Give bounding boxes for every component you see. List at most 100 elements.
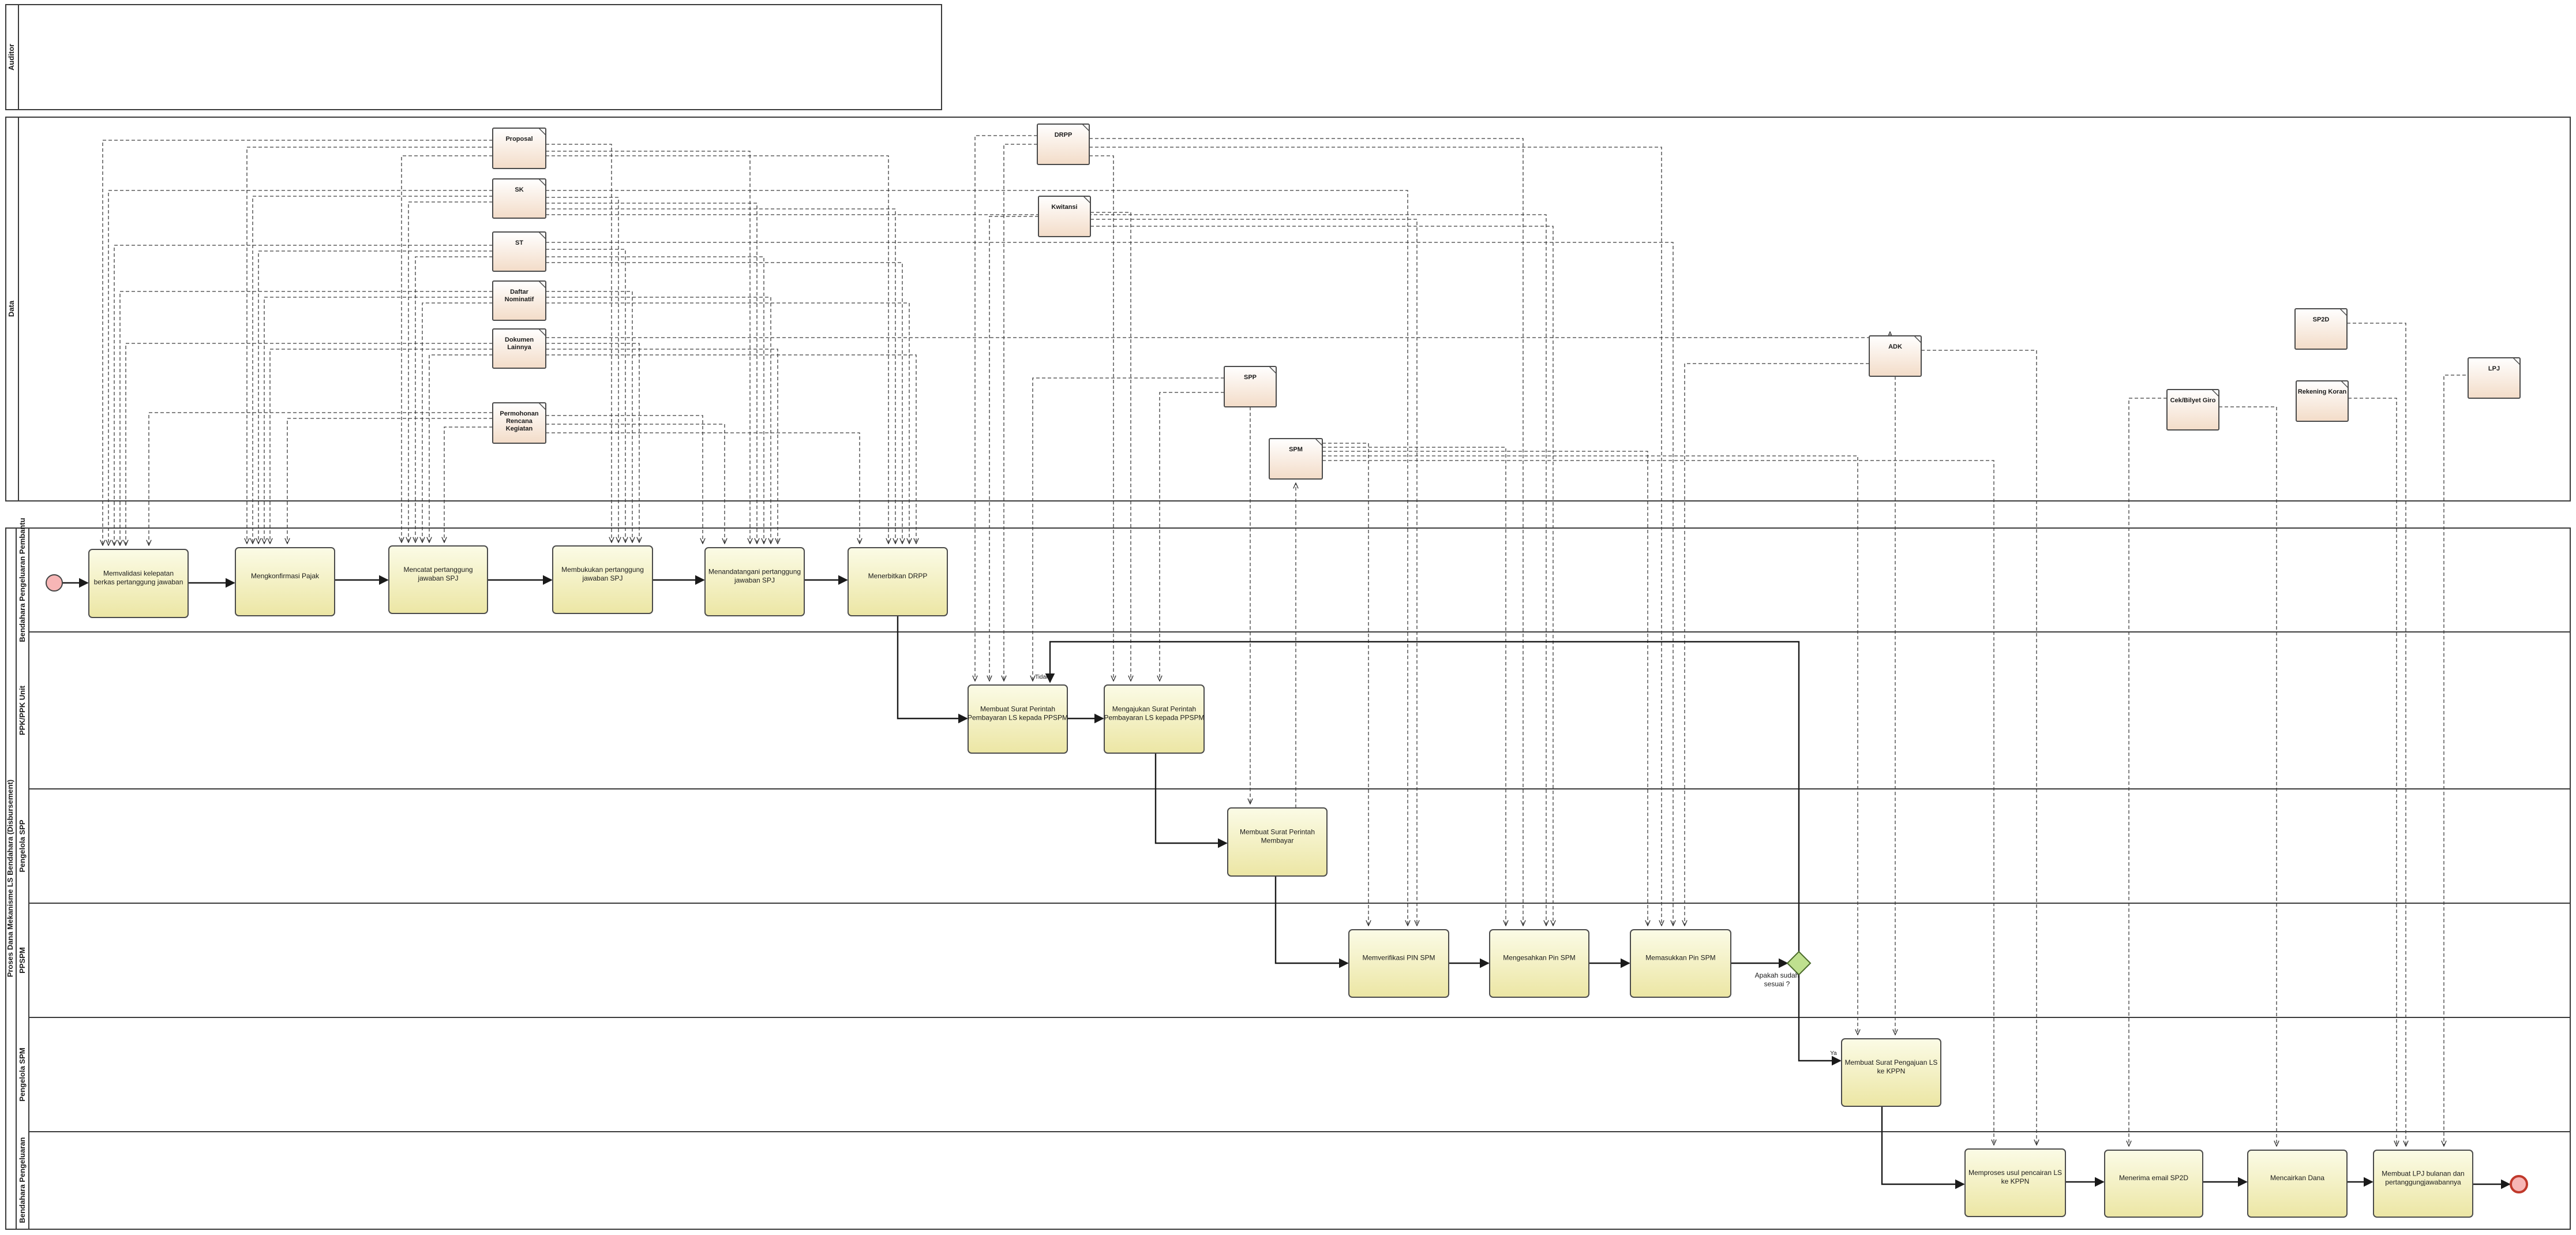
association-line <box>546 214 1546 926</box>
task-memverifikasi-pin-spm[interactable]: Memverifikasi PIN SPM <box>1348 929 1449 998</box>
association-line <box>989 216 1038 681</box>
task-shape <box>848 547 948 616</box>
pool-main: Proses Dana Mekanisme LS Bendahara (Disb… <box>5 527 2571 1230</box>
doc-sk[interactable]: SK <box>492 178 546 219</box>
flow-t13-t14[interactable] <box>1881 1107 1965 1189</box>
doc-proposal[interactable]: Proposal <box>492 128 546 169</box>
doc-cek-bilyet-giro[interactable]: Cek/Bilyet Giro <box>2166 389 2219 431</box>
document-fold <box>1315 438 1323 446</box>
task-menerbitkan-drpp[interactable]: Menerbitkan DRPP <box>848 547 948 616</box>
task-mengesahkan-pin-spm[interactable]: Mengesahkan Pin SPM <box>1489 929 1589 998</box>
task-menandatangani-spj[interactable]: Menandatangani pertanggungjawaban SPJ <box>704 547 805 616</box>
task-shape <box>1630 929 1731 998</box>
document-label: Proposal <box>505 136 533 143</box>
sequence-flows <box>62 575 2511 1189</box>
start-event[interactable] <box>46 574 63 592</box>
association-line <box>247 147 493 544</box>
task-shape <box>2247 1150 2348 1218</box>
decision-gateway[interactable]: Apakah sudah sesuai ? Ya Tidak <box>1035 674 1837 1057</box>
pool-auditor-label: Auditor <box>7 44 16 70</box>
task-label: Mengesahkan Pin SPM <box>1503 954 1575 962</box>
association-line <box>1089 155 1113 681</box>
association-line <box>120 291 493 545</box>
document-fold <box>2339 308 2348 316</box>
document-fold <box>2341 380 2349 388</box>
document-shape <box>1224 366 1277 407</box>
doc-adk[interactable]: ADK <box>1869 335 1922 377</box>
document-fold <box>538 178 546 186</box>
association-line <box>2347 323 2406 1146</box>
doc-lpj[interactable]: LPJ <box>2468 357 2521 399</box>
task-membuat-lpj-bulanan[interactable]: Membuat LPJ bulanan danpertanggungjawaba… <box>2373 1150 2473 1218</box>
document-fold <box>1269 366 1277 374</box>
association-line <box>1033 377 1224 681</box>
association-line <box>546 343 639 542</box>
document-fold <box>1082 124 1090 132</box>
task-membukukan-spj[interactable]: Membukukan pertanggungjawaban SPJ <box>552 545 653 614</box>
association-line <box>546 302 909 544</box>
flow-t9-t10[interactable] <box>1274 876 1349 968</box>
doc-drpp[interactable]: DRPP <box>1037 124 1090 165</box>
association-line <box>126 343 493 545</box>
flow-gateway-yes-t13[interactable] <box>1798 975 1842 1066</box>
association-line <box>2348 398 2397 1146</box>
task-label: jawaban SPJ <box>582 574 623 582</box>
association-line <box>270 349 493 544</box>
gateway-label-line-2: sesuai ? <box>1764 980 1790 988</box>
association-line <box>1685 363 1869 926</box>
task-shape <box>1348 929 1449 998</box>
association-line <box>546 262 902 544</box>
task-mencatat-spj[interactable]: Mencatat pertanggungjawaban SPJ <box>388 545 488 614</box>
document-label: ST <box>515 239 523 246</box>
association-line <box>546 151 750 544</box>
document-shape <box>1038 196 1091 237</box>
document-shape <box>492 178 546 219</box>
doc-st[interactable]: ST <box>492 231 546 272</box>
document-shape <box>2296 380 2349 422</box>
document-label: DRPP <box>1055 132 1073 139</box>
end-event[interactable] <box>2510 1175 2528 1193</box>
association-line <box>114 245 493 545</box>
doc-spp[interactable]: SPP <box>1224 366 1277 407</box>
association-line <box>546 208 895 544</box>
task-shape <box>1489 929 1589 998</box>
task-shape <box>552 545 653 614</box>
doc-rekening-koran[interactable]: Rekening Koran <box>2296 380 2349 422</box>
lane-label: PPSPM <box>18 947 27 974</box>
task-label: Membayar <box>1261 837 1294 845</box>
association-line <box>1089 138 1523 926</box>
document-shape <box>492 231 546 272</box>
doc-sp2d[interactable]: SP2D <box>2294 308 2348 350</box>
task-memasukkan-pin-spm[interactable]: Memasukkan Pin SPM <box>1630 929 1731 998</box>
task-shape <box>1841 1038 1941 1107</box>
flow-t8-t9[interactable] <box>1154 754 1228 848</box>
document-fold <box>2211 389 2219 397</box>
association-line <box>253 196 493 544</box>
flow-t6-t7[interactable] <box>897 616 968 724</box>
flow-gateway-no-t7[interactable] <box>1045 641 1800 952</box>
task-label: Memvalidasi kelepatan <box>103 570 174 578</box>
task-mencairkan-dana[interactable]: Mencairkan Dana <box>2247 1150 2348 1218</box>
association-line <box>1090 212 1131 681</box>
task-menerima-email-sp2d[interactable]: Menerima email SP2D <box>2104 1150 2203 1218</box>
task-label: Memasukkan Pin SPM <box>1645 954 1715 962</box>
doc-kwitansi[interactable]: Kwitansi <box>1038 196 1091 237</box>
task-label: Mencairkan Dana <box>2270 1174 2324 1182</box>
doc-spm[interactable]: SPM <box>1269 438 1323 480</box>
association-line <box>1322 447 1506 926</box>
task-label: Mengajukan Surat Perintah <box>1112 705 1196 713</box>
task-label: berkas pertanggung jawaban <box>94 578 183 586</box>
gateway-label-line-1: Apakah sudah <box>1755 971 1799 979</box>
document-shape <box>1269 438 1323 480</box>
document-shape <box>1869 335 1922 377</box>
task-mengkonfirmasi-pajak[interactable]: Mengkonfirmasi Pajak <box>235 547 335 616</box>
